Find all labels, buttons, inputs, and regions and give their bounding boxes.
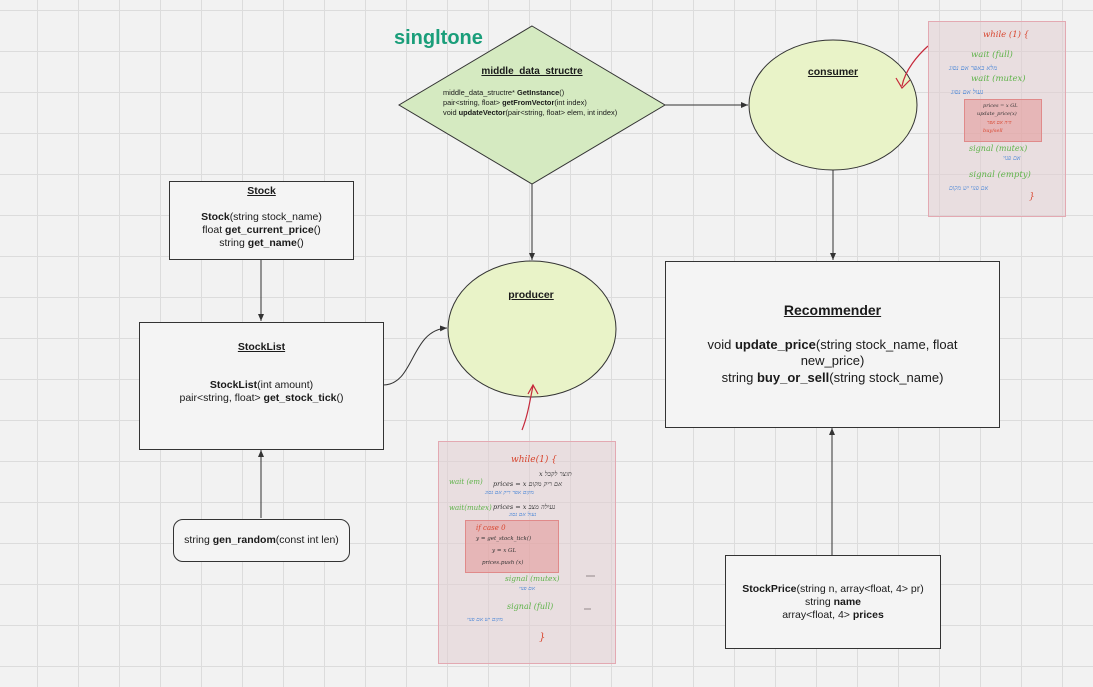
consumer-critical-section: prices = x GL update_price(x) היה אם אפר… — [964, 99, 1042, 142]
stockprice-name-field: string name — [804, 596, 862, 608]
note-line: מקום אפר ריק אם נסוג — [485, 490, 534, 496]
stockprice-prices-field: array<float, 4> prices — [782, 609, 884, 621]
singleton-label: singltone — [394, 27, 483, 49]
middle-data-structure-title: middle_data_structre — [481, 66, 583, 77]
note-line: if case 0 — [476, 524, 506, 532]
consumer-ellipse[interactable] — [748, 39, 918, 171]
note-line: מלא באפר אם נסוג — [949, 64, 998, 72]
recommender-title: Recommender — [783, 302, 882, 318]
note-line: prices.push (x) — [482, 560, 524, 566]
note-line: wait (mutex) — [971, 74, 1026, 84]
note-line: signal (mutex) — [505, 574, 560, 583]
note-line: אם פנוי — [1003, 155, 1021, 162]
method-updatevector: void updateVector(pair<string, float> el… — [443, 108, 618, 117]
note-line: signal (mutex) — [969, 144, 1028, 153]
note-line: } — [539, 632, 546, 643]
stocklist-get-stock-tick: pair<string, float> get_stock_tick() — [179, 392, 344, 404]
stock-class-box[interactable]: Stock Stock(string stock_name) float get… — [169, 181, 354, 260]
stock-constructor: Stock(string stock_name) — [201, 211, 322, 223]
note-line: wait (full) — [971, 50, 1013, 60]
producer-ellipse[interactable] — [447, 260, 617, 398]
consumer-title: consumer — [807, 66, 859, 78]
stock-title: Stock — [247, 185, 276, 197]
middle-data-structure-methods: middle_data_structre* GetInstance() pair… — [443, 88, 619, 118]
consumer-pseudocode-note[interactable]: while (1) { wait (full) מלא באפר אם נסוג… — [928, 21, 1066, 217]
note-line: while(1) { — [511, 455, 557, 465]
note-line: אם פנוי — [519, 586, 536, 592]
producer-title: producer — [508, 289, 554, 301]
note-line: נעול אם נסוג — [951, 88, 984, 96]
note-line: signal (empty) — [969, 170, 1031, 180]
note-line: x תוצר לקבל — [539, 470, 572, 478]
stocklist-constructor: StockList(int amount) — [209, 379, 314, 391]
note-line: wait(mutex) — [449, 504, 492, 512]
red-arrow-to-producer — [521, 383, 539, 431]
gen-random-signature: string gen_random(const int len) — [184, 534, 339, 546]
recommender-buy-or-sell: string buy_or_sell(string stock_name) — [721, 369, 944, 385]
note-line: signal (full) — [507, 602, 554, 611]
note-line: y = get_stock_tick() — [476, 536, 532, 542]
method-getinstance: middle_data_structre* GetInstance() — [443, 88, 565, 97]
producer-critical-section: if case 0 y = get_stock_tick() y = x GL … — [465, 520, 559, 573]
note-line: היה אם אפר — [987, 120, 1012, 126]
note-line: while (1) { — [983, 30, 1030, 40]
note-line: מקום יש אם פנוי — [467, 617, 503, 623]
stockprice-class-box[interactable]: StockPrice(string n, array<float, 4> pr)… — [725, 555, 941, 649]
recommender-update-price: void update_price(string stock_name, flo… — [707, 336, 958, 369]
producer-pseudocode-note[interactable]: while(1) { x תוצר לקבל wait (em) prices … — [438, 441, 616, 664]
note-line: נעול אם נסוג — [509, 512, 537, 518]
note-line: wait (em) — [449, 478, 483, 486]
gen-random-box[interactable]: string gen_random(const int len) — [173, 519, 350, 562]
note-line: prices = x אם ריק מקום — [493, 480, 562, 488]
note-line: } — [1029, 192, 1035, 202]
note-line: update_price(x) — [977, 111, 1017, 117]
note-line: y = x GL — [492, 548, 517, 554]
stocklist-class-box[interactable]: StockList StockList(int amount) pair<str… — [139, 322, 384, 450]
stocklist-title: StockList — [237, 341, 286, 353]
stock-get-name: string get_name() — [219, 237, 304, 249]
stock-get-current-price: float get_current_price() — [202, 224, 321, 236]
red-arrow-to-consumer — [895, 45, 929, 89]
method-getfromvector: pair<string, float> getFromVector(int in… — [443, 98, 587, 107]
arrow-stocklist-to-producer — [382, 325, 448, 386]
note-line: prices = x נעילה מצב — [493, 503, 556, 511]
note-line: prices = x GL — [983, 103, 1018, 109]
recommender-class-box[interactable]: Recommender void update_price(string sto… — [665, 261, 1000, 428]
note-line: אם פנוי יש מקום — [949, 185, 989, 192]
note-line: buy/sell — [983, 128, 1003, 134]
stockprice-constructor: StockPrice(string n, array<float, 4> pr) — [742, 583, 924, 595]
